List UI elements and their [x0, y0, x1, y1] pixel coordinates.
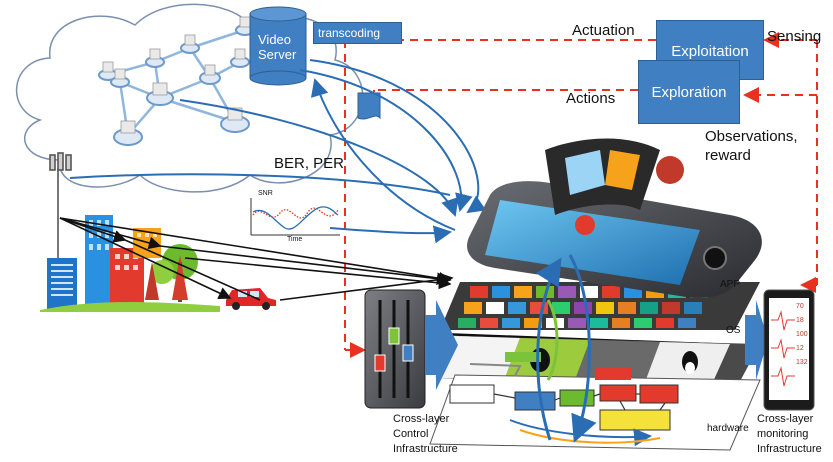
snr-axis-label: SNR [258, 190, 273, 197]
monitor-readings: 70 18 100 12 132 [796, 303, 808, 366]
video-server-cylinder [249, 6, 307, 86]
snr-plot [250, 198, 340, 236]
os-layer-label: OS [726, 325, 741, 336]
hardware-board [429, 352, 761, 451]
app-icons-grid [458, 286, 708, 328]
control-infrastructure-label: Cross-layer Control Infrastructure [393, 413, 458, 455]
hardware-layer-label: hardware [707, 423, 749, 434]
control-device [364, 289, 458, 409]
sensing-label: Sensing [767, 28, 822, 45]
video-server-label: Video Server [258, 32, 297, 62]
actuation-label: Actuation [572, 22, 635, 39]
multipath-arrows [59, 217, 454, 301]
exploration-box: Exploration [638, 60, 740, 124]
transcoding-label: transcoding [318, 26, 381, 40]
cell-tower [49, 152, 72, 265]
transcoding-box: transcoding [313, 22, 402, 44]
car-icon [226, 288, 276, 310]
monitoring-infrastructure-label: Cross-layer monitoring Infrastructure [757, 413, 822, 455]
observations-label: Observations, reward [705, 128, 798, 164]
cross-layer-loop [535, 254, 597, 443]
ber-per-label: BER, PER [274, 155, 345, 172]
time-axis-label: Time [287, 236, 303, 243]
exploration-label: Exploration [651, 83, 727, 101]
flag-icon [357, 92, 381, 120]
actions-label: Actions [566, 90, 616, 107]
blue-curved-arrows [69, 59, 487, 244]
monitoring-device [745, 289, 815, 411]
app-layer-label: APP [720, 279, 741, 290]
software-stack [435, 282, 761, 385]
exploitation-label: Exploitation [671, 43, 749, 60]
loop-accent [546, 299, 559, 381]
